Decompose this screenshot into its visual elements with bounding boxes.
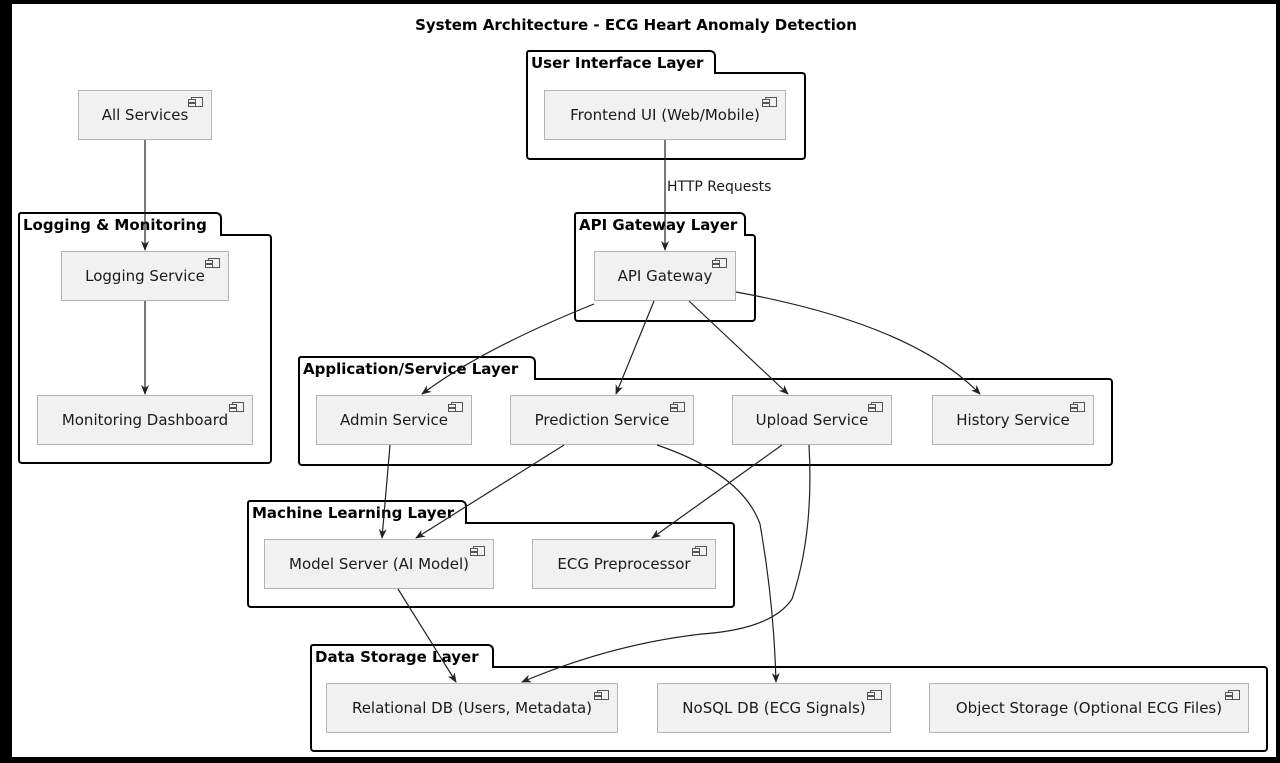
package-label: Data Storage Layer [310, 644, 494, 668]
component-monitoring-dashboard: Monitoring Dashboard [37, 395, 253, 445]
component-frontend-ui: Frontend UI (Web/Mobile) [544, 90, 786, 140]
edge-label-http: HTTP Requests [667, 179, 771, 195]
component-ecg-preprocessor: ECG Preprocessor [532, 539, 716, 589]
component-icon [868, 402, 883, 412]
package-label: User Interface Layer [526, 50, 716, 74]
diagram-canvas: System Architecture - ECG Heart Anomaly … [12, 4, 1276, 757]
package-label: Logging & Monitoring [18, 212, 222, 236]
package-label: Application/Service Layer [298, 356, 536, 380]
component-icon [594, 690, 609, 700]
component-nosql-db: NoSQL DB (ECG Signals) [657, 683, 891, 733]
component-prediction-service: Prediction Service [510, 395, 694, 445]
component-icon [205, 258, 220, 268]
component-icon [692, 546, 707, 556]
package-label: Machine Learning Layer [247, 500, 467, 524]
component-relational-db: Relational DB (Users, Metadata) [326, 683, 618, 733]
component-all-services: All Services [78, 90, 212, 140]
component-icon [712, 258, 727, 268]
component-model-server: Model Server (AI Model) [264, 539, 494, 589]
component-history-service: History Service [932, 395, 1094, 445]
component-logging-service: Logging Service [61, 251, 229, 301]
component-icon [470, 546, 485, 556]
component-icon [1070, 402, 1085, 412]
component-icon [448, 402, 463, 412]
component-icon [762, 97, 777, 107]
component-admin-service: Admin Service [316, 395, 472, 445]
package-label: API Gateway Layer [574, 212, 746, 236]
component-icon [229, 402, 244, 412]
component-upload-service: Upload Service [732, 395, 892, 445]
component-object-storage: Object Storage (Optional ECG Files) [929, 683, 1249, 733]
component-api-gateway: API Gateway [594, 251, 736, 301]
component-icon [867, 690, 882, 700]
component-icon [1225, 690, 1240, 700]
diagram-title: System Architecture - ECG Heart Anomaly … [415, 16, 857, 34]
component-icon [670, 402, 685, 412]
component-icon [188, 97, 203, 107]
